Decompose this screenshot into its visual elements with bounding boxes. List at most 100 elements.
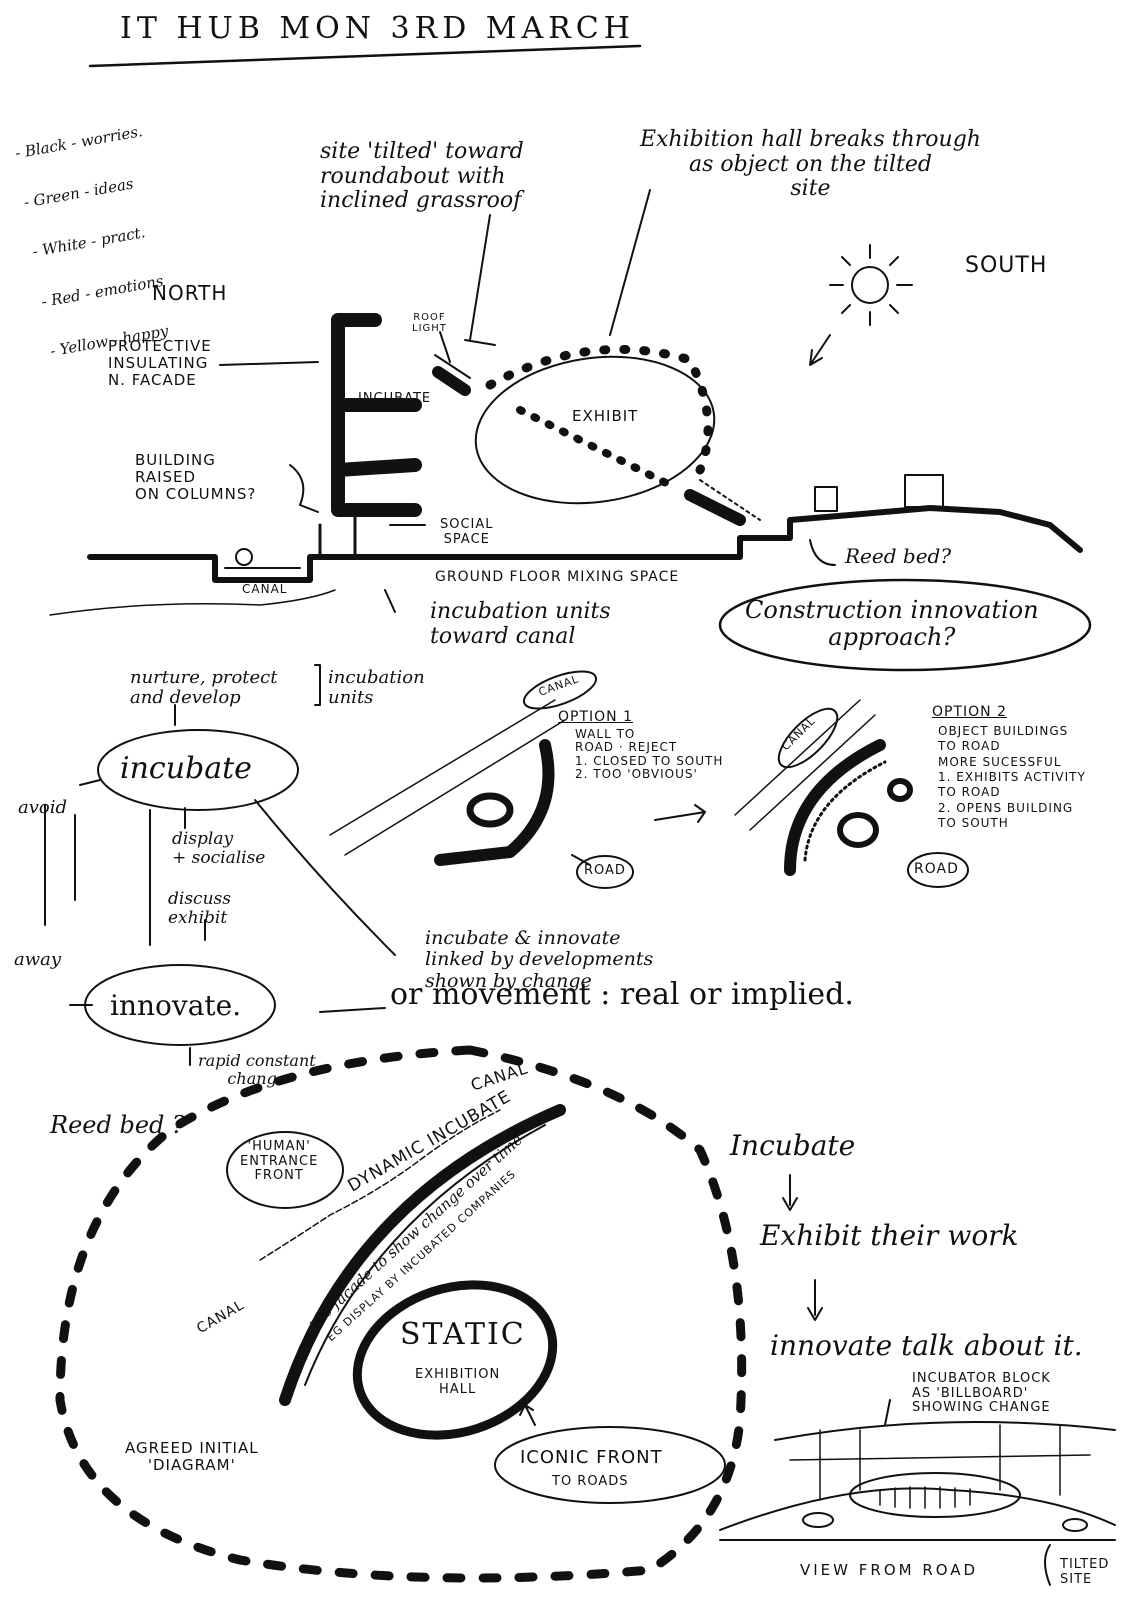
label-display: display + socialise <box>172 829 266 869</box>
label-innovate: innovate. <box>110 989 242 1022</box>
label-exhibition-hall: EXHIBITION HALL <box>415 1367 501 1397</box>
label-iconic: ICONIC FRONT <box>520 1447 663 1468</box>
label-incubate-block: INCUBATE <box>358 391 432 406</box>
arrow-exhibition <box>609 189 651 336</box>
arrow-linked <box>254 799 396 956</box>
arrow-avoid <box>79 779 101 786</box>
house-1 <box>814 486 838 512</box>
arrow-incubation <box>384 589 396 613</box>
option2-wall <box>784 739 886 876</box>
label-exhibit: EXHIBIT <box>572 407 639 425</box>
static-ellipse <box>352 1280 558 1440</box>
label-roof-light: ROOF LIGHT <box>412 312 447 335</box>
view-exhibit <box>849 1472 1021 1518</box>
iconic-ellipse <box>494 1426 726 1504</box>
label-billboard: INCUBATOR BLOCK AS 'BILLBOARD' SHOWING C… <box>912 1371 1051 1416</box>
arrow-movement <box>319 1007 386 1013</box>
label-flow-innovate: innovate talk about it. <box>770 1329 1083 1362</box>
option2-wall-hatch <box>803 760 887 862</box>
label-road-option1: ROAD <box>584 863 626 878</box>
exhibit-ellipse <box>474 355 716 505</box>
option1-arrow <box>654 804 706 823</box>
exhibit-wall <box>684 489 746 526</box>
house-2 <box>904 474 944 508</box>
roof-light-hatch <box>434 354 471 379</box>
label-canal-section: CANAL <box>242 582 288 596</box>
label-site-tilted: site 'tilted' toward roundabout with inc… <box>320 139 524 214</box>
construction-ellipse <box>718 578 1092 672</box>
label-incubation-units-2: incubation units <box>328 667 425 709</box>
exhibit-dotted-diag <box>516 406 674 489</box>
incubate-ellipse <box>97 729 299 811</box>
label-linked: incubate & innovate linked by developmen… <box>425 927 654 992</box>
scribble-left <box>49 589 336 616</box>
canal1-ellipse <box>522 670 598 710</box>
arrow-protective <box>219 361 319 366</box>
label-incubation-units: incubation units toward canal <box>430 599 611 649</box>
label-to-roads: TO ROADS <box>552 1474 629 1489</box>
canal-wave <box>259 1109 501 1261</box>
roof-light <box>432 366 471 396</box>
exhibit-wall-hatch <box>699 479 761 521</box>
label-flow-exhibit: Exhibit their work <box>760 1219 1019 1252</box>
label-raised: BUILDING RAISED ON COLUMNS? <box>135 451 257 503</box>
facade-curve <box>279 1104 566 1406</box>
label-north: NORTH <box>152 281 228 305</box>
label-reed-bed: Reed bed? <box>845 544 952 568</box>
legend-line-red: - Red - emotions <box>39 271 165 311</box>
label-south: SOUTH <box>965 253 1048 278</box>
label-reed-bed-2: Reed bed ? <box>50 1111 185 1139</box>
page-title: IT HUB MON 3RD MARCH <box>120 11 635 46</box>
label-option2-text: OBJECT BUILDINGS TO ROAD MORE SUCESSFUL … <box>938 724 1086 831</box>
road2-ellipse <box>907 852 969 888</box>
label-rapid: rapid constant change <box>198 1051 316 1088</box>
arrow-billboard <box>884 1399 891 1426</box>
label-agreed: AGREED INITIAL 'DIAGRAM' <box>125 1439 259 1474</box>
title-underline <box>88 44 642 68</box>
label-option1-text: WALL TO ROAD · REJECT 1. CLOSED TO SOUTH… <box>575 727 724 782</box>
label-away: away <box>14 949 62 970</box>
arrow-reedbed <box>809 539 836 566</box>
label-social: SOCIAL SPACE <box>440 517 494 547</box>
label-tilted-site: TILTED SITE <box>1060 1557 1110 1587</box>
arrow-raised <box>289 464 319 513</box>
legend-line-black: - Black - worries. <box>13 121 144 162</box>
label-human-entrance: 'HUMAN' ENTRANCE FRONT <box>240 1139 319 1184</box>
label-protective: PROTECTIVE INSULATING N. FACADE <box>108 337 212 389</box>
bracket-units <box>314 664 321 706</box>
label-discuss: discuss exhibit <box>168 889 231 929</box>
label-exhibition-breaks: Exhibition hall breaks through as object… <box>640 127 981 202</box>
option2-canal-lines <box>734 699 876 831</box>
label-avoid: avoid <box>18 797 68 818</box>
arrow-roof <box>439 331 496 363</box>
exhibit-dotted-top <box>485 344 713 475</box>
label-ground-floor: GROUND FLOOR MIXING SPACE <box>435 569 680 585</box>
arrow-flow-2 <box>807 1279 823 1321</box>
arrow-flow-1 <box>782 1174 798 1211</box>
label-incubate: incubate <box>120 751 252 786</box>
option1-wall <box>434 739 555 866</box>
view-exhibit-hatch <box>879 1486 971 1509</box>
option2-object-2 <box>887 778 913 802</box>
label-view-from-road: VIEW FROM ROAD <box>800 1561 979 1579</box>
arrow-iconic <box>519 1404 536 1426</box>
view-ground <box>719 1487 1116 1531</box>
view-building <box>789 1424 1091 1501</box>
view-detail-1 <box>802 1512 834 1528</box>
option2-object-1 <box>837 812 879 848</box>
facade-inner <box>304 1124 546 1386</box>
label-flow-incubate: Incubate <box>730 1129 856 1162</box>
label-nurture: nurture, protect and develop <box>130 667 278 709</box>
legend-line-white: - White - pract. <box>31 223 147 262</box>
human-ellipse <box>226 1131 344 1209</box>
canal-figure <box>235 548 253 566</box>
dashed-boundary <box>55 1045 747 1583</box>
label-option2-title: OPTION 2 <box>932 704 1007 720</box>
arrow-tilted <box>469 214 491 341</box>
label-static: STATIC <box>400 1317 526 1352</box>
option1-road-arrow <box>571 854 591 866</box>
label-construction: Construction innovation approach? <box>745 596 1039 651</box>
view-arc <box>774 1421 1116 1441</box>
